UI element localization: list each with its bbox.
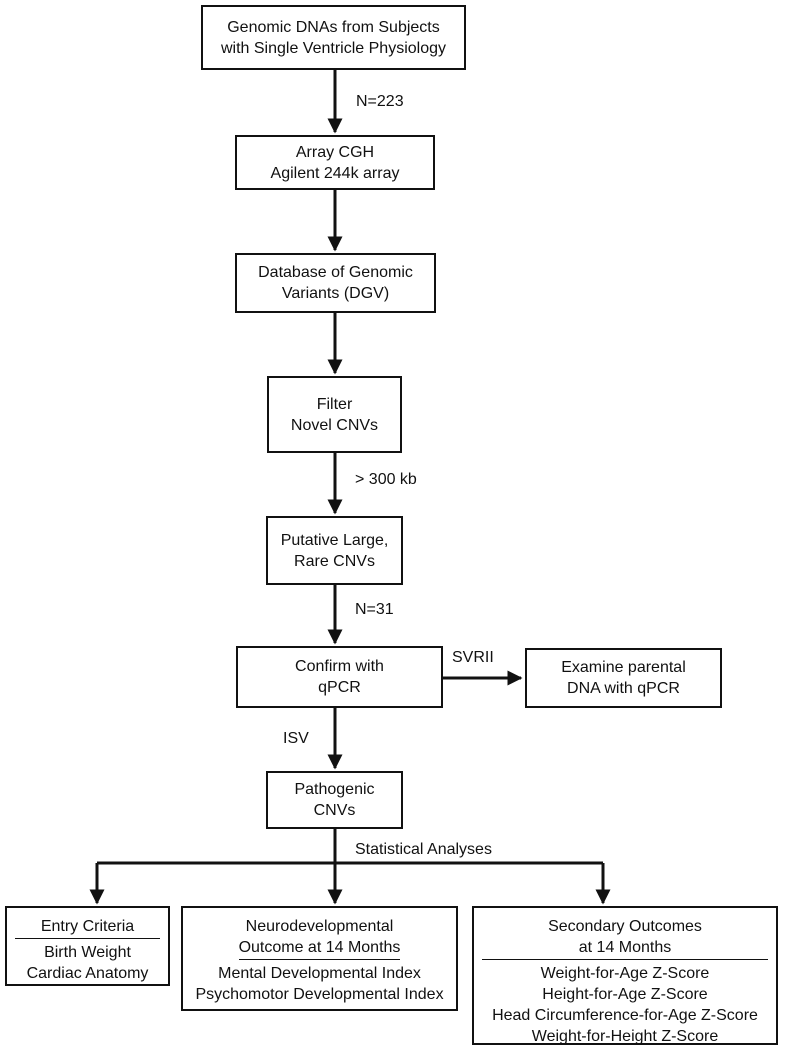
node-dgv-line-2: Variants (DGV) [281,285,390,302]
node-filter-line-2: Novel CNVs [290,416,379,434]
node-entry-criteria: Entry Criteria Birth Weight Cardiac Anat… [5,906,170,986]
node-putative-line-1: Putative Large, [280,531,389,549]
node-confirm-line-2: qPCR [318,679,361,696]
secondary-outcomes-item: Weight-for-Height Z-Score [531,1028,719,1045]
node-confirm: Confirm with qPCR [236,646,443,708]
secondary-outcomes-item: Weight-for-Age Z-Score [540,965,710,982]
neurodevelopmental-item: Psychomotor Developmental Index [195,986,444,1003]
edge-label-isv: ISV [283,730,309,747]
node-array-cgh-line-2: Agilent 244k array [270,164,400,182]
node-parental-line-1: Examine parental [561,659,686,676]
node-dgv: Database of Genomic Variants (DGV) [235,253,436,313]
edge-label-n223: N=223 [356,93,404,110]
node-dgv-line-1: Database of Genomic [258,264,413,281]
node-parental: Examine parental DNA with qPCR [525,648,722,708]
node-filter: Filter Novel CNVs [267,376,402,453]
neurodevelopmental-item: Mental Developmental Index [218,965,421,982]
entry-criteria-header: Entry Criteria [15,916,160,939]
entry-criteria-item: Birth Weight [44,944,131,961]
node-array-cgh-line-1: Array CGH [295,143,375,161]
secondary-outcomes-item: Height-for-Age Z-Score [542,986,708,1003]
node-putative: Putative Large, Rare CNVs [266,516,403,585]
secondary-outcomes-item: Head Circumference-for-Age Z-Score [492,1007,758,1024]
edge-label-statistical-analyses: Statistical Analyses [355,841,492,858]
edge-label-n31: N=31 [355,601,394,618]
node-genomic-dna-line-2: with Single Ventricle Physiology [220,39,446,57]
secondary-outcomes-header-line-1: Secondary Outcomes [548,918,702,935]
edge-label-gt300kb: > 300 kb [355,471,417,488]
node-neurodevelopmental: Neurodevelopmental Outcome at 14 Months … [181,906,458,1011]
node-array-cgh: Array CGH Agilent 244k array [235,135,435,190]
node-pathogenic-line-1: Pathogenic [294,781,375,798]
neurodevelopmental-header-line-1: Neurodevelopmental [245,918,394,935]
neurodevelopmental-header-line-2: Outcome at 14 Months [238,937,401,960]
node-secondary-outcomes: Secondary Outcomes at 14 Months Weight-f… [472,906,778,1045]
node-confirm-line-1: Confirm with [295,658,384,675]
node-putative-line-2: Rare CNVs [294,552,375,570]
node-genomic-dna: Genomic DNAs from Subjects with Single V… [201,5,466,70]
node-genomic-dna-line-1: Genomic DNAs from Subjects [227,18,440,36]
node-pathogenic-line-2: CNVs [313,802,356,819]
entry-criteria-item: Cardiac Anatomy [26,965,149,982]
edge-label-svrii: SVRII [452,649,494,666]
node-pathogenic: Pathogenic CNVs [266,771,403,829]
node-filter-line-1: Filter [316,395,353,413]
node-parental-line-2: DNA with qPCR [567,680,680,697]
secondary-outcomes-header-line-2: at 14 Months [482,937,768,960]
